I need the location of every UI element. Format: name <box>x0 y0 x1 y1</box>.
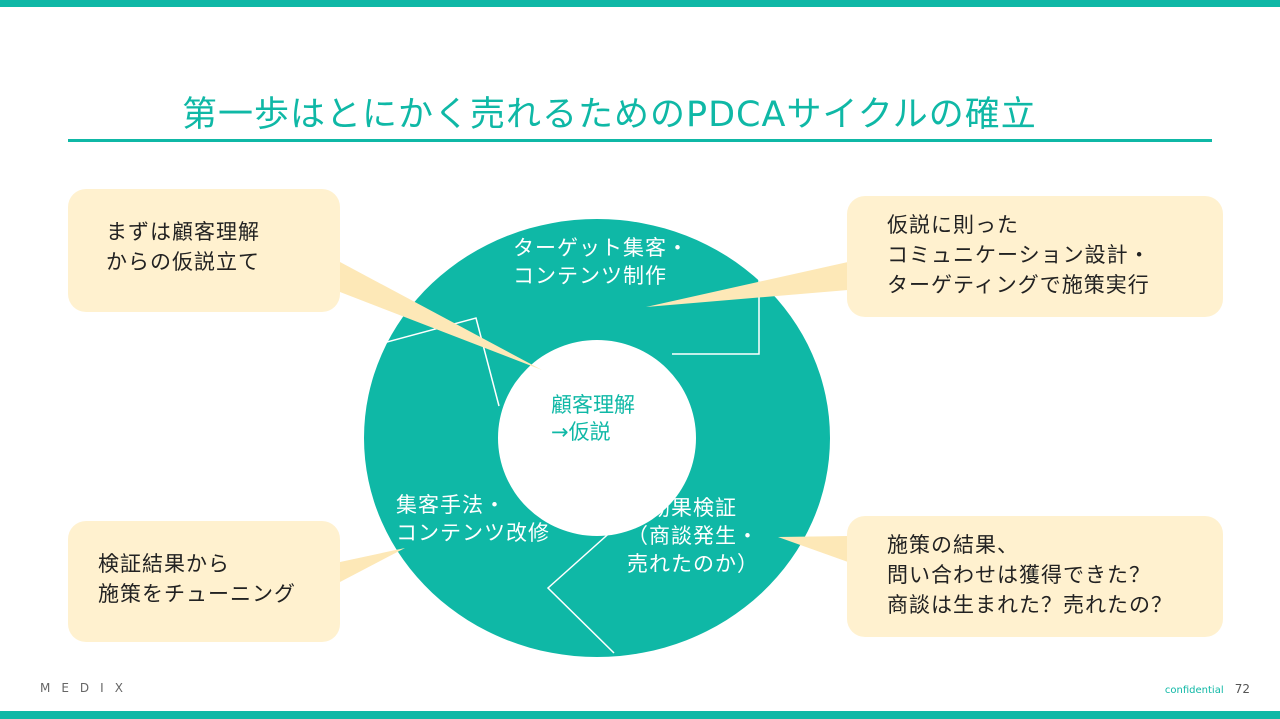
callout-top-left: まずは顧客理解 からの仮説立て <box>68 189 340 312</box>
bottom-accent-bar <box>0 711 1280 719</box>
callout-top-right: 仮説に則った コミュニケーション設計・ ターゲティングで施策実行 <box>847 196 1223 317</box>
pointer-top-left <box>340 262 542 370</box>
ring-divider-left <box>375 317 500 407</box>
segment-label-act: 集客手法・ コンテンツ改修 <box>396 493 550 545</box>
pointer-top-right <box>646 262 848 307</box>
slide-title: 第一歩はとにかく売れるためのPDCAサイクルの確立 <box>182 95 1037 135</box>
medix-logo: MEDIX <box>40 681 134 695</box>
title-underline <box>68 139 1212 142</box>
confidential-label: confidential <box>1164 685 1224 696</box>
top-accent-bar <box>0 0 1280 7</box>
cycle-ring-shape <box>364 219 830 657</box>
callout-bottom-left: 検証結果から 施策をチューニング <box>68 521 340 642</box>
slide-footer: confidential 72 <box>1165 678 1250 697</box>
pointer-bottom-right <box>778 536 848 562</box>
page-number: 72 <box>1234 682 1250 696</box>
segment-label-check: 効果検証 （商談発生・ 売れたのか） <box>627 496 759 576</box>
center-label-plan: 顧客理解 →仮説 <box>551 393 635 444</box>
callout-pointers <box>340 262 848 582</box>
segment-label-do: ターゲット集客・ コンテンツ制作 <box>513 236 689 288</box>
callout-bottom-right: 施策の結果、 問い合わせは獲得できた？ 商談は生まれた？売れたの？ <box>847 516 1223 637</box>
pointer-bottom-left <box>340 548 405 582</box>
ring-divider-bottom <box>546 519 625 654</box>
